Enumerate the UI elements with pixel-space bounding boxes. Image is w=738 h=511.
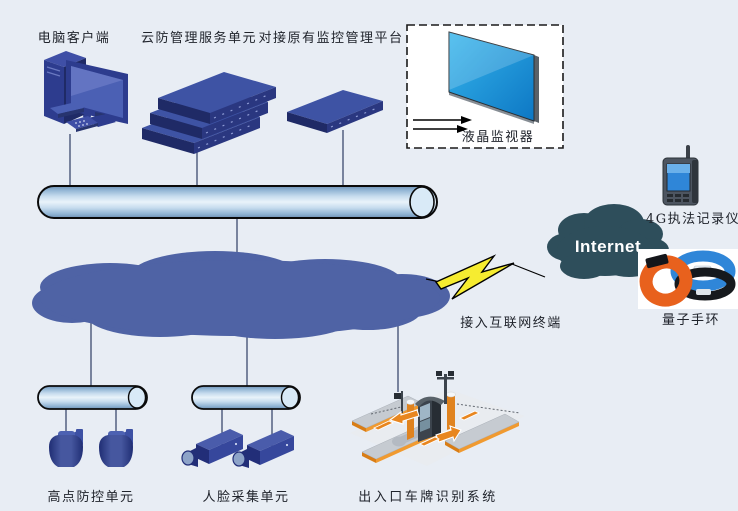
label-lcd-monitor: 液晶监视器 (461, 130, 535, 145)
video-flow-arrows (413, 116, 472, 133)
box-camera-1 (181, 429, 243, 467)
network-cloud (32, 251, 450, 339)
label-pc-client: 电脑客户端 (37, 31, 111, 46)
label-quantum-band: 量子手环 (661, 313, 720, 328)
label-plate-recognition: 出入口车牌识别系统 (358, 490, 498, 505)
high-point-pipe (37, 385, 148, 410)
recorder-4g-illustration (662, 145, 699, 206)
legacy-platform-illustration (287, 90, 383, 133)
label-high-point-unit: 高点防控单元 (47, 490, 135, 505)
label-cloud-mgmt-server: 云防管理服务单元 (140, 31, 257, 46)
label-face-capture-unit: 人脸采集单元 (202, 490, 290, 505)
internet-cloud-shape (547, 204, 669, 279)
dome-camera-2 (99, 429, 133, 467)
dome-camera-1 (49, 429, 83, 467)
lcd-monitor-panel (406, 24, 564, 149)
pc-client-illustration (44, 51, 128, 132)
quantum-band-illustration (638, 249, 738, 309)
box-camera-2 (232, 430, 294, 468)
internet-cloud-label: Internet (574, 237, 642, 256)
cloud-mgmt-server-illustration (142, 72, 276, 154)
face-capture-pipe (191, 385, 301, 410)
label-recorder-4g: 4G执法记录仪 (645, 212, 738, 227)
gate-system-illustration (350, 371, 525, 466)
lightning-bolt (425, 254, 546, 300)
label-legacy-platform: 对接原有监控管理平台 (258, 31, 404, 46)
label-internet-terminal: 接入互联网终端 (460, 316, 562, 331)
network-bus-pipe (37, 185, 438, 219)
